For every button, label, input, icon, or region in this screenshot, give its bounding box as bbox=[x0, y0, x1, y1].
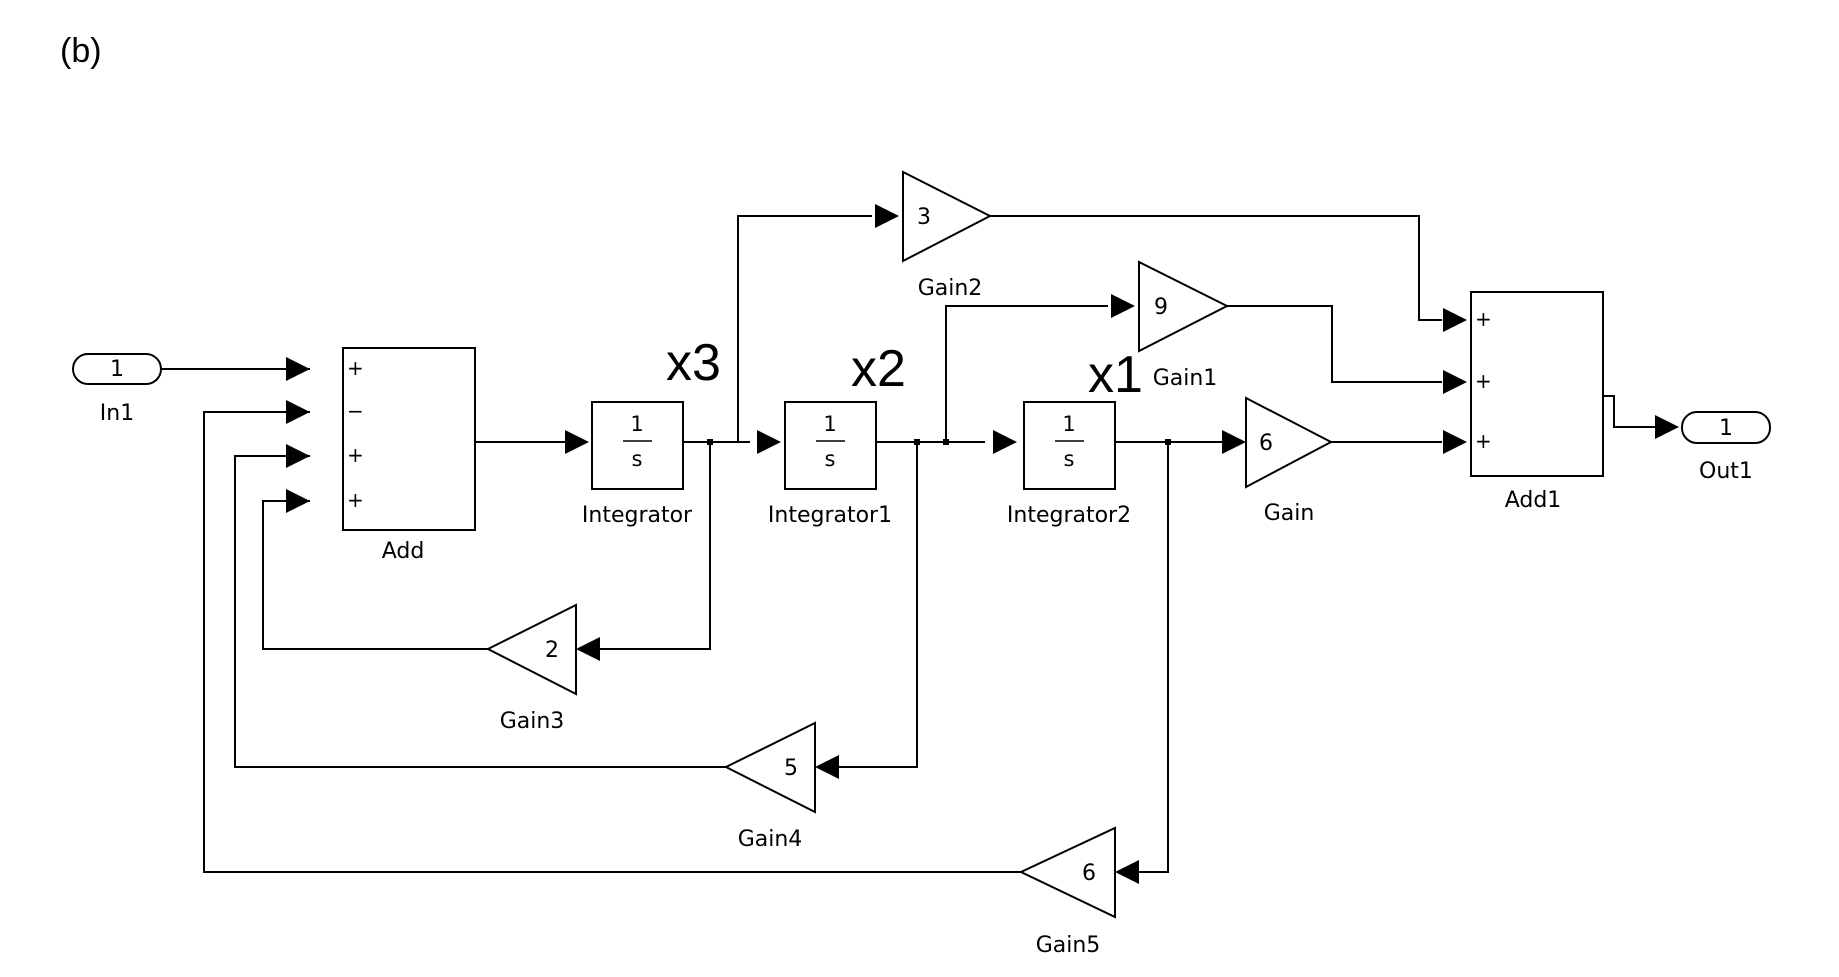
arrowheads bbox=[286, 204, 1679, 884]
port-sign: + bbox=[347, 488, 364, 512]
gain-value: 3 bbox=[917, 205, 931, 230]
block-label: Integrator2 bbox=[1007, 503, 1131, 528]
arrowhead-icon bbox=[1111, 294, 1135, 318]
gain-value: 5 bbox=[784, 756, 798, 781]
inport-in1[interactable]: 1 In1 bbox=[72, 353, 162, 426]
outport-number: 1 bbox=[1719, 416, 1733, 441]
add1-block[interactable]: + + + Add1 bbox=[1470, 291, 1604, 513]
integrator2-block[interactable]: 1 s Integrator2 bbox=[1007, 401, 1131, 528]
branch-points bbox=[707, 439, 1171, 445]
fraction-denominator: s bbox=[825, 447, 836, 471]
branch-point bbox=[1165, 439, 1171, 445]
fraction-denominator: s bbox=[632, 447, 643, 471]
arrowhead-icon bbox=[286, 357, 310, 381]
block-label: Integrator1 bbox=[768, 503, 892, 528]
figure-label: (b) bbox=[60, 32, 102, 70]
gain4-block[interactable]: 5 Gain4 bbox=[723, 721, 816, 852]
fraction-numerator: 1 bbox=[823, 412, 836, 436]
arrowhead-icon bbox=[1443, 370, 1467, 394]
arrowhead-icon bbox=[286, 489, 310, 513]
arrowhead-icon bbox=[565, 430, 589, 454]
gain1-block[interactable]: 9 Gain1 bbox=[1138, 260, 1230, 391]
branch-point bbox=[707, 439, 713, 445]
block-label: Out1 bbox=[1699, 459, 1753, 484]
arrowhead-icon bbox=[286, 400, 310, 424]
port-sign: − bbox=[347, 399, 364, 423]
add-block[interactable]: + − + + Add bbox=[342, 347, 476, 564]
arrowhead-icon bbox=[576, 637, 600, 661]
gain-value: 2 bbox=[545, 638, 559, 663]
inport-number: 1 bbox=[110, 357, 124, 382]
state-label-x3: x3 bbox=[666, 334, 721, 392]
arrowhead-icon bbox=[1655, 415, 1679, 439]
port-sign: + bbox=[1475, 307, 1492, 331]
port-sign: + bbox=[347, 443, 364, 467]
integrator1-block[interactable]: 1 s Integrator1 bbox=[768, 401, 892, 528]
gain-value: 6 bbox=[1082, 861, 1096, 886]
block-label: In1 bbox=[100, 401, 134, 426]
gain3-block[interactable]: 2 Gain3 bbox=[485, 603, 577, 734]
block-label: Gain4 bbox=[738, 827, 803, 852]
port-sign: + bbox=[347, 356, 364, 380]
signal-lines bbox=[161, 215, 1655, 873]
arrowhead-icon bbox=[875, 204, 899, 228]
gain-value: 9 bbox=[1154, 295, 1168, 320]
arrowhead-icon bbox=[1115, 860, 1139, 884]
block-label: Integrator bbox=[582, 503, 693, 528]
branch-point bbox=[914, 439, 920, 445]
fraction-denominator: s bbox=[1064, 447, 1075, 471]
fraction-numerator: 1 bbox=[630, 412, 643, 436]
gain-block[interactable]: 6 Gain bbox=[1245, 396, 1334, 526]
block-label: Add bbox=[382, 539, 425, 564]
arrowhead-icon bbox=[1443, 308, 1467, 332]
block-label: Gain3 bbox=[500, 709, 565, 734]
gain-value: 6 bbox=[1259, 431, 1273, 456]
block-label: Gain1 bbox=[1153, 366, 1218, 391]
arrowhead-icon bbox=[1443, 430, 1467, 454]
fraction-numerator: 1 bbox=[1062, 412, 1075, 436]
arrowhead-icon bbox=[993, 430, 1017, 454]
branch-point bbox=[943, 439, 949, 445]
port-sign: + bbox=[1475, 429, 1492, 453]
arrowhead-icon bbox=[815, 755, 839, 779]
gain2-block[interactable]: 3 Gain2 bbox=[902, 170, 993, 301]
arrowhead-icon bbox=[286, 444, 310, 468]
block-label: Gain2 bbox=[918, 276, 983, 301]
arrowhead-icon bbox=[757, 430, 781, 454]
outport-out1[interactable]: 1 Out1 bbox=[1681, 411, 1771, 484]
block-label: Gain5 bbox=[1036, 933, 1101, 958]
gain5-block[interactable]: 6 Gain5 bbox=[1018, 826, 1116, 958]
integrator-block[interactable]: 1 s Integrator bbox=[582, 401, 693, 528]
block-label: Gain bbox=[1264, 501, 1315, 526]
state-label-x1: x1 bbox=[1088, 346, 1143, 404]
block-label: Add1 bbox=[1505, 488, 1562, 513]
state-label-x2: x2 bbox=[851, 340, 906, 398]
port-sign: + bbox=[1475, 369, 1492, 393]
arrowhead-icon bbox=[1222, 430, 1246, 454]
